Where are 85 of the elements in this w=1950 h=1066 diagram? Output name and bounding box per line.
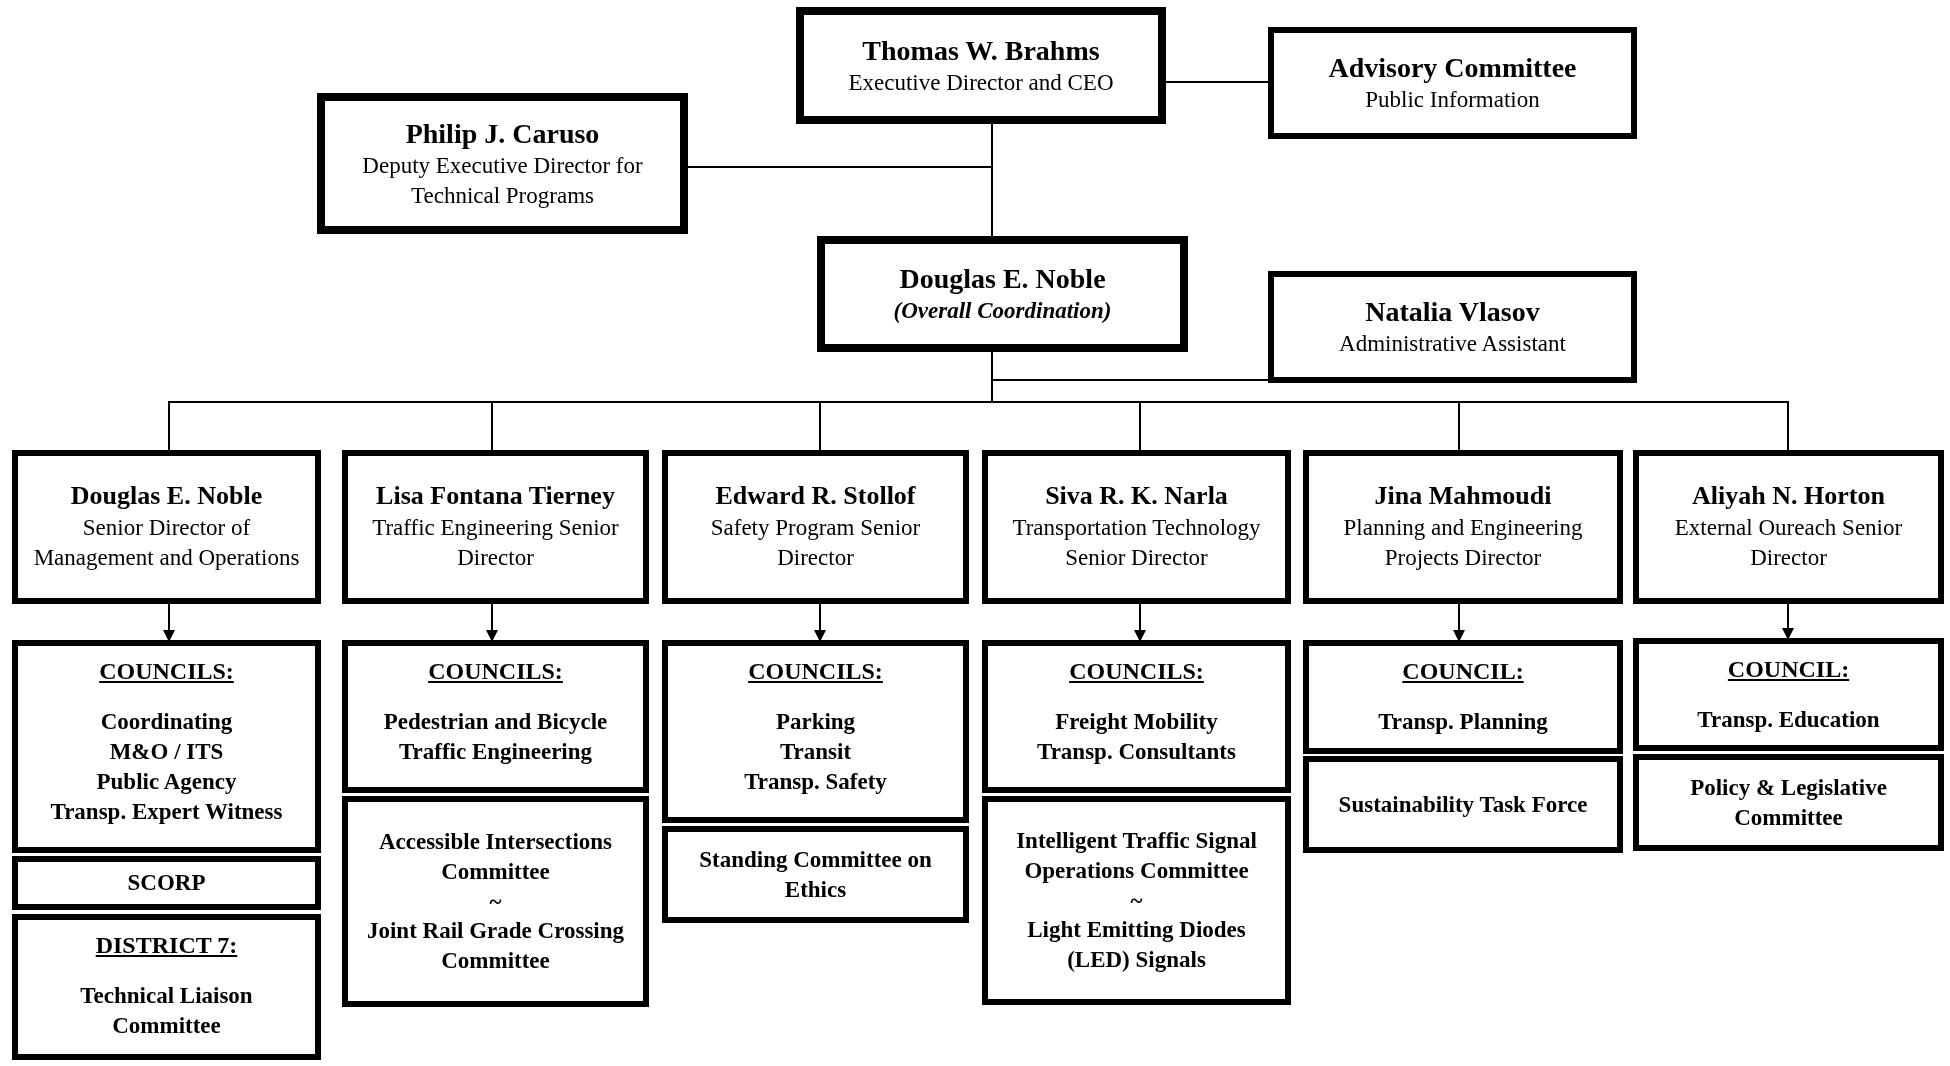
job-title: Executive Director and CEO <box>848 68 1114 97</box>
council-name: Freight Mobility <box>1055 708 1218 737</box>
council-heading: COUNCILS: <box>1069 657 1204 686</box>
connector-line <box>1165 81 1269 83</box>
council-name: Pedestrian and Bicycle <box>383 708 608 737</box>
job-title: Transportation Technology Senior Director <box>1011 513 1262 573</box>
arrow <box>486 603 498 642</box>
arrow <box>1782 603 1794 640</box>
job-title: Safety Program Senior Director <box>709 513 922 573</box>
council-heading: COUNCIL: <box>1727 655 1850 684</box>
committee-name: Light Emitting Diodes (LED) Signals <box>1026 916 1247 975</box>
committee-box <box>342 640 649 793</box>
committee-name: Intelligent Traffic Signal Operations Committee <box>1015 826 1258 885</box>
committee-box <box>662 640 969 823</box>
job-title: Deputy Executive Director for Technical Programs <box>361 151 644 210</box>
arrow <box>814 603 826 642</box>
person-name: Douglas E. Noble <box>899 262 1106 297</box>
person-name: Jina Mahmoudi <box>1374 480 1552 513</box>
org-box <box>1303 450 1623 604</box>
council-name: Transp. Education <box>1697 706 1880 735</box>
council-name: M&O / ITS <box>109 738 224 767</box>
arrow <box>1134 603 1146 642</box>
council-name: Parking <box>775 708 856 737</box>
council-name: Technical Liaison Committee <box>79 982 254 1041</box>
council-name: Transp. Planning <box>1378 708 1548 737</box>
person-name: Thomas W. Brahms <box>862 33 1100 68</box>
committee-box <box>662 826 969 923</box>
committee-box <box>1303 640 1623 754</box>
org-box <box>1633 450 1944 604</box>
job-title: Public Information <box>1365 86 1540 115</box>
committee-box <box>982 796 1291 1005</box>
org-box <box>817 236 1188 352</box>
committee-name: Policy & Legislative Committee <box>1689 773 1888 832</box>
council-heading: COUNCILS: <box>748 657 883 686</box>
person-name: Advisory Committee <box>1328 51 1577 86</box>
person-name: Edward R. Stollof <box>715 480 916 513</box>
council-heading: COUNCILS: <box>428 657 563 686</box>
org-box <box>1268 271 1637 383</box>
org-box <box>317 93 688 234</box>
person-name: Lisa Fontana Tierney <box>376 480 615 513</box>
person-name: Natalia Vlasov <box>1365 295 1540 330</box>
committee-name: Accessible Intersections Committee <box>377 827 614 886</box>
committee-box <box>1303 756 1623 853</box>
committee-name: Sustainability Task Force <box>1338 790 1588 819</box>
committee-name: ~ <box>489 887 502 916</box>
person-name: Siva R. K. Narla <box>1045 480 1228 513</box>
committee-box <box>12 640 321 853</box>
committee-name: Joint Rail Grade Crossing Committee <box>365 917 626 976</box>
committee-box <box>342 796 649 1007</box>
person-name: Aliyah N. Horton <box>1692 480 1885 513</box>
council-name: Traffic Engineering <box>398 738 593 767</box>
person-name: Douglas E. Noble <box>70 480 263 513</box>
council-name: Transit <box>779 738 852 767</box>
job-title: Planning and Engineering Projects Director <box>1342 513 1584 573</box>
arrow <box>1453 603 1465 642</box>
council-name: Transp. Expert Witness <box>50 797 283 826</box>
org-box <box>982 450 1291 604</box>
org-box <box>342 450 649 604</box>
job-title: Administrative Assistant <box>1339 330 1566 359</box>
committee-name: Standing Committee on Ethics <box>698 845 933 904</box>
org-box <box>796 7 1166 124</box>
committee-box <box>1633 754 1944 851</box>
role-note: (Overall Coordination) <box>893 297 1112 326</box>
committee-name: ~ <box>1130 886 1143 915</box>
committee-box <box>12 914 321 1060</box>
committee-box <box>1633 638 1944 751</box>
job-title: External Oureach Senior Director <box>1673 513 1904 573</box>
org-box <box>12 450 321 604</box>
job-title: Senior Director of Management and Operations <box>32 513 301 573</box>
council-heading: DISTRICT 7: <box>95 931 238 960</box>
committee-name: SCORP <box>127 869 206 898</box>
connector-line <box>991 123 993 237</box>
arrow <box>163 603 175 642</box>
person-name: Philip J. Caruso <box>405 116 600 151</box>
org-box <box>662 450 969 604</box>
council-heading: COUNCILS: <box>99 657 234 686</box>
council-name: Transp. Consultants <box>1037 738 1236 767</box>
org-box <box>1268 27 1637 139</box>
council-name: Coordinating <box>100 708 233 737</box>
committee-box <box>12 856 321 910</box>
job-title: Traffic Engineering Senior Director <box>371 513 620 573</box>
committee-box <box>982 640 1291 793</box>
council-name: Public Agency <box>96 767 237 796</box>
council-heading: COUNCIL: <box>1402 657 1524 686</box>
council-name: Transp. Safety <box>744 767 887 796</box>
